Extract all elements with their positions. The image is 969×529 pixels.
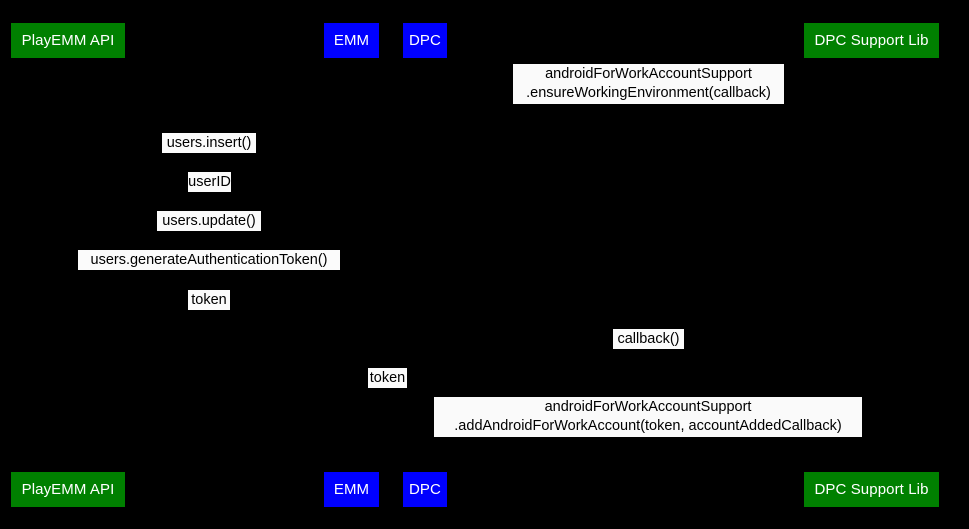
participant-box-dpc-support-lib-bottom[interactable]: DPC Support Lib	[804, 472, 939, 507]
message-line-1: userID	[188, 173, 231, 190]
message-label-ensure-working-environment: androidForWorkAccountSupport .ensureWork…	[513, 64, 784, 104]
participant-box-playemm-api-top[interactable]: PlayEMM API	[11, 23, 125, 58]
participant-box-dpc-support-lib-top[interactable]: DPC Support Lib	[804, 23, 939, 58]
participant-label: PlayEMM API	[21, 32, 115, 49]
participant-label: PlayEMM API	[21, 481, 115, 498]
participant-box-emm-bottom[interactable]: EMM	[324, 472, 379, 507]
participant-label: DPC Support Lib	[814, 32, 929, 49]
participant-label: EMM	[333, 481, 370, 498]
message-line-1: callback()	[617, 330, 680, 347]
message-label-callback: callback()	[613, 329, 684, 349]
participant-box-dpc-top[interactable]: DPC	[403, 23, 447, 58]
participant-label: DPC	[409, 481, 441, 498]
participant-label: EMM	[333, 32, 370, 49]
participant-label: DPC Support Lib	[814, 481, 929, 498]
message-label-users-insert: users.insert()	[162, 133, 256, 153]
message-label-token-to-emm: token	[188, 290, 230, 310]
message-label-add-android-for-work-account: androidForWorkAccountSupport .addAndroid…	[434, 397, 862, 437]
message-line-1: users.update()	[162, 212, 256, 229]
participant-box-dpc-bottom[interactable]: DPC	[403, 472, 447, 507]
message-label-user-id: userID	[188, 172, 231, 192]
message-label-users-update: users.update()	[157, 211, 261, 231]
message-line-1: androidForWorkAccountSupport	[545, 66, 752, 82]
message-line-1: token	[369, 369, 406, 386]
participant-box-emm-top[interactable]: EMM	[324, 23, 379, 58]
message-line-1: users.insert()	[166, 134, 252, 151]
message-line-1: token	[191, 291, 227, 308]
message-line-1: androidForWorkAccountSupport	[544, 399, 752, 415]
participant-label: DPC	[409, 32, 441, 49]
message-label-users-generate-authentication-token: users.generateAuthenticationToken()	[78, 250, 340, 270]
message-line-2: .addAndroidForWorkAccount(token, account…	[454, 418, 842, 434]
message-line-1: users.generateAuthenticationToken()	[90, 251, 328, 268]
participant-box-playemm-api-bottom[interactable]: PlayEMM API	[11, 472, 125, 507]
message-line-2: .ensureWorkingEnvironment(callback)	[526, 85, 771, 101]
message-label-token-to-dpc: token	[368, 368, 407, 388]
